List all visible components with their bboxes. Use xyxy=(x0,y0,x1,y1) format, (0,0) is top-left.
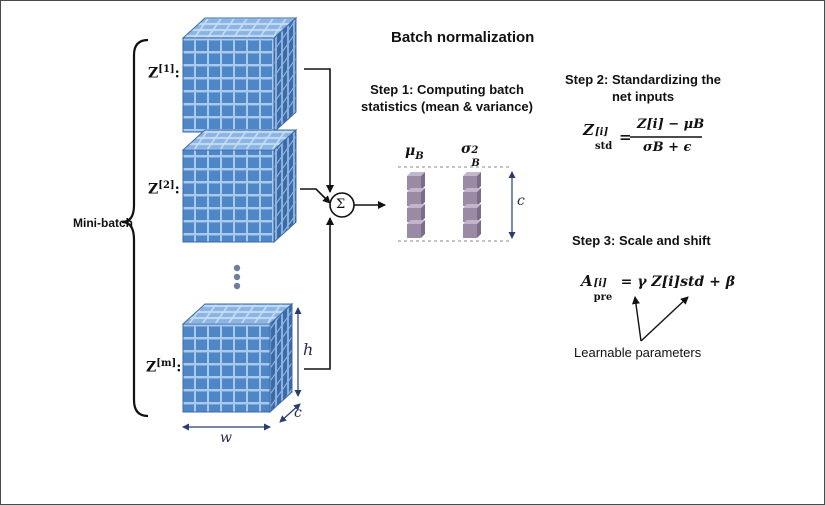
connector-2 xyxy=(300,188,331,204)
sum-symbol: Σ xyxy=(336,197,346,212)
eq3: A[i]pre= γ Z[i]std + β xyxy=(581,272,736,303)
tensor-cube-1 xyxy=(181,16,298,134)
learnable-parameters-label: Learnable parameters xyxy=(574,345,702,360)
variance-vector xyxy=(463,172,481,238)
width-label: w xyxy=(220,430,232,446)
z-label-2: Z[2]: xyxy=(148,180,180,198)
z-label-m: Z[m]: xyxy=(146,358,182,376)
channel-label: c xyxy=(294,405,302,421)
ellipsis-dots xyxy=(233,264,241,290)
tensor-cube-2 xyxy=(181,128,298,244)
mean-symbol: μB xyxy=(405,143,424,162)
eq2-numerator: Z[i] − μB xyxy=(637,117,705,132)
tensor-cube-m xyxy=(181,302,294,414)
eq2-equals: = xyxy=(619,128,632,146)
eq2-lhs: Z[i]std xyxy=(583,121,613,152)
mean-vector xyxy=(407,172,425,238)
mini-batch-brace xyxy=(121,38,149,418)
diagram-title: Batch normalization xyxy=(391,29,535,46)
eq2-denominator: σB + ϵ xyxy=(643,140,692,155)
height-label: h xyxy=(303,340,314,359)
channel-arrow xyxy=(279,403,301,423)
z-label-1: Z[1]: xyxy=(148,64,180,82)
mini-batch-label: Mini-batch xyxy=(73,216,133,230)
connector-m xyxy=(304,217,334,370)
stats-channel-label: c xyxy=(517,193,525,209)
step3-label: Step 3: Scale and shift xyxy=(572,233,711,248)
gamma-arrow xyxy=(631,296,642,342)
connector-1 xyxy=(304,68,334,193)
beta-arrow xyxy=(640,296,689,342)
